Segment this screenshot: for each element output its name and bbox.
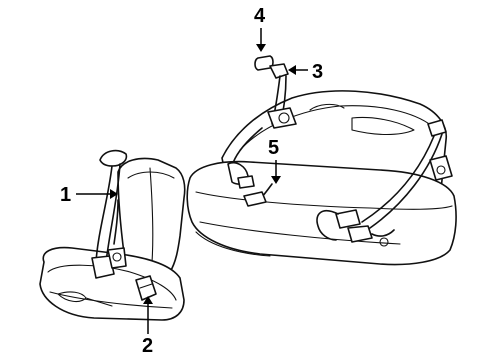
- callout-2: 2: [142, 296, 153, 357]
- front-belt-buckle: [135, 275, 157, 301]
- svg-text:2: 2: [142, 335, 153, 357]
- front-shoulder-belt-retractor: [91, 149, 128, 279]
- callout-3: 3: [288, 61, 323, 83]
- callout-1: 1: [60, 184, 118, 206]
- front-bucket-seat: [39, 157, 186, 321]
- callout-4: 4: [254, 5, 266, 52]
- upper-anchor: [267, 63, 297, 129]
- svg-text:1: 1: [60, 184, 71, 206]
- callout-5: 5: [268, 137, 281, 184]
- rear-outboard-belt: [316, 119, 453, 247]
- rear-center-belt: [227, 127, 273, 207]
- svg-text:3: 3: [312, 61, 323, 83]
- rear-bench-seat: [186, 90, 457, 266]
- guide-cap: [254, 55, 274, 71]
- svg-text:4: 4: [254, 5, 266, 27]
- svg-text:5: 5: [268, 137, 279, 159]
